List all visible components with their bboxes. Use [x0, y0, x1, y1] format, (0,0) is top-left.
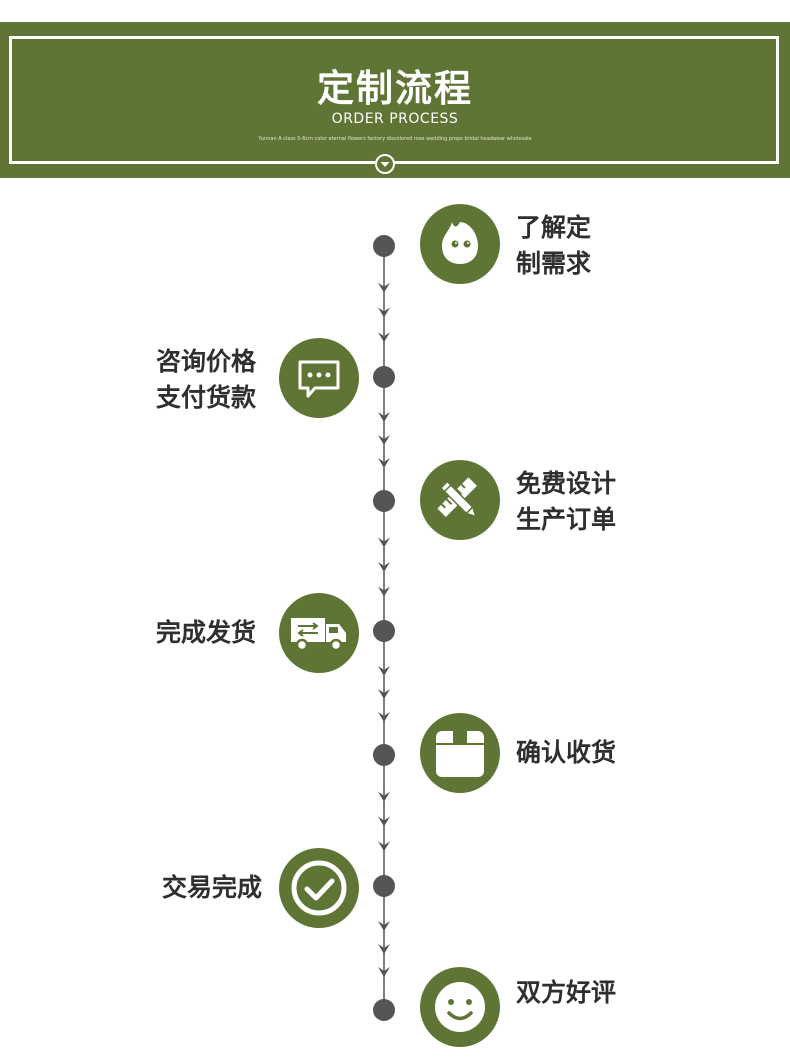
timeline-dot: [373, 620, 395, 642]
timeline-dot: [373, 744, 395, 766]
step-7-icon-circle: [420, 967, 500, 1047]
step-6-label: 交易完成: [106, 870, 262, 906]
chat-bubble-icon: [298, 360, 340, 398]
timeline-arrow-icon: [378, 332, 390, 343]
step-5-icon-circle: [420, 713, 500, 793]
step-2-icon-circle: [279, 338, 359, 418]
timeline-arrow-icon: [378, 458, 390, 468]
step-6-icon-circle: [279, 848, 359, 928]
timeline-arrow-icon: [378, 562, 390, 572]
timeline-arrow-icon: [378, 816, 390, 827]
page-title: 定制流程: [317, 67, 473, 110]
step-label-line: 确认收货: [516, 738, 617, 767]
timeline-arrow-icon: [378, 689, 390, 699]
step-label-line: 免费设计: [516, 469, 617, 498]
delivery-truck-icon: [291, 618, 346, 652]
timeline-arrow-icon: [378, 967, 390, 977]
page-subtitle: ORDER PROCESS: [331, 111, 459, 127]
timeline-arrow-icon: [378, 435, 390, 445]
timeline-arrow-icon: [378, 666, 390, 676]
step-label-line: 交易完成: [161, 873, 262, 902]
ruler-pencil-icon: [437, 477, 478, 518]
step-4-label: 完成发货: [100, 615, 256, 651]
timeline-dot: [373, 235, 395, 257]
step-label-line: 生产订单: [516, 505, 617, 534]
step-2-label: 咨询价格 支付货款: [100, 344, 256, 416]
timeline-arrow-icon: [378, 791, 390, 802]
step-5-label: 确认收货: [516, 735, 616, 771]
timeline-arrow-icon: [378, 586, 390, 597]
timeline-dot: [373, 366, 395, 388]
step-label-line: 制需求: [516, 249, 592, 278]
step-3-icon-circle: [420, 460, 500, 540]
timeline-arrow-icon: [378, 841, 390, 852]
smiley-face-icon: [435, 982, 485, 1032]
header-banner: 定制流程 ORDER PROCESS Yunnan A class 5-6cm …: [0, 22, 790, 178]
step-4-icon-circle: [279, 593, 359, 673]
package-box-icon: [436, 731, 484, 777]
timeline-dot: [373, 999, 395, 1021]
down-arrow-badge-icon: [375, 154, 395, 174]
step-label-line: 完成发货: [155, 618, 256, 647]
step-label-line: 了解定: [516, 213, 592, 242]
check-circle-icon: [291, 860, 347, 916]
timeline-arrow-icon: [378, 712, 390, 722]
step-1-label: 了解定 制需求: [516, 210, 591, 282]
banner-tagline: Yunnan A class 5-6cm color eternal flowe…: [258, 136, 532, 142]
timeline-arrow-icon: [378, 412, 390, 422]
timeline-arrow-icon: [378, 282, 390, 293]
step-label-line: 支付货款: [155, 383, 256, 412]
step-label-line: 咨询价格: [155, 347, 256, 376]
step-3-label: 免费设计 生产订单: [516, 466, 616, 538]
step-1-icon-circle: [420, 204, 500, 284]
timeline-arrow-icon: [378, 537, 390, 548]
timeline-arrow-icon: [378, 921, 390, 931]
timeline-arrow-icon: [378, 307, 390, 318]
timeline-arrow-icon: [378, 944, 390, 954]
timeline-dot: [373, 875, 395, 897]
face-bubble-icon: [442, 222, 478, 264]
step-label-line: 双方好评: [516, 978, 617, 1007]
step-7-label: 双方好评: [516, 975, 616, 1011]
timeline-dot: [373, 490, 395, 512]
